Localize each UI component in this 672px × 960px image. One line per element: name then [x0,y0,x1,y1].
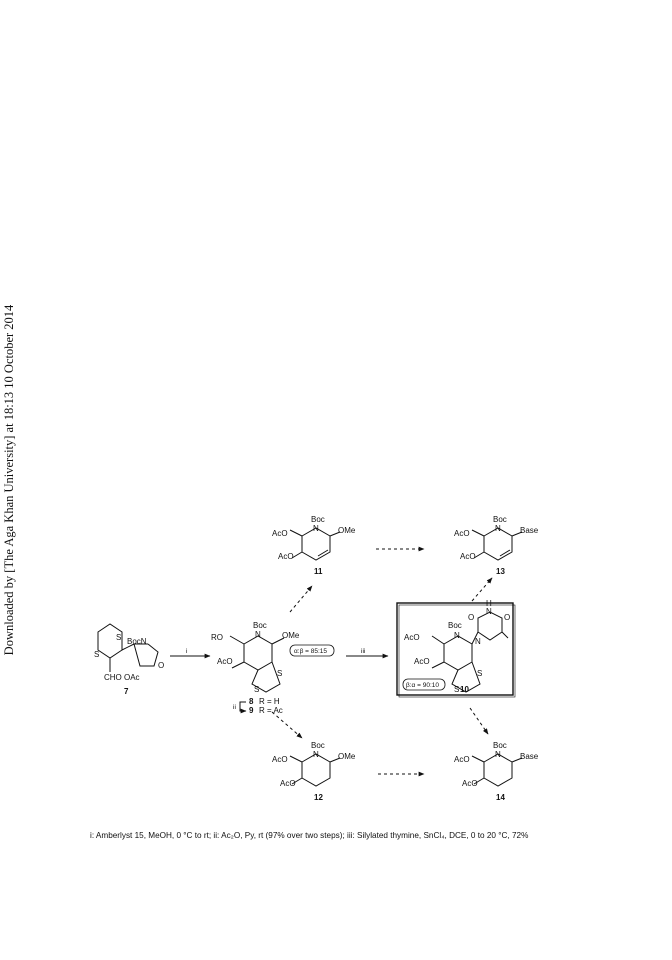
scheme-caption: i: Amberlyst 15, MeOH, 0 °C to rt; ii: A… [90,831,529,840]
compound-13: Boc N Base AcO AcO 13 [454,515,539,576]
c11-label-boc: Boc [311,515,325,524]
c7-id: 7 [124,687,129,696]
step-iii-label: iii [361,648,365,655]
c7-label-s2: S [94,650,99,659]
c8-label-s2: S [277,669,282,678]
c14-label-aco1: AcO [454,755,470,764]
c11-id: 11 [314,567,323,576]
c12-label-aco2: AcO [280,779,296,788]
c10-label-o2: O [504,613,510,622]
compound-10: O H N O N AcO Boc N AcO S S β:α = 90:10 … [396,599,516,698]
c10-label-s2: S [477,669,482,678]
c8-ratio: α:β = 85:15 [294,648,327,655]
c10-id: 10 [460,685,469,694]
c8-label-boc: Boc [253,621,267,630]
arrow-8-to-12 [271,711,303,739]
c12-label-n: N [313,750,319,759]
c13-label-aco1: AcO [454,529,470,538]
c10-label-n1: N [486,607,492,616]
c8-label-aco: AcO [217,657,233,666]
compound-11: Boc N OMe AcO AcO 11 [272,515,356,576]
c11-label-aco1: AcO [272,529,288,538]
c10-label-h: H [486,599,492,608]
c9-r-text: R = Ac [259,706,283,715]
step-ii-label: ii [233,704,236,711]
c11-label-n: N [313,524,319,533]
c14-label-n: N [495,750,501,759]
c12-label-boc: Boc [311,741,325,750]
c11-label-ome: OMe [338,526,356,535]
c7-label-s1: S [116,633,121,642]
arrow-10-to-13 [471,577,493,602]
c8-r-text: R = H [259,697,280,706]
c13-label-base: Base [520,526,539,535]
c10-label-o1: O [468,613,474,622]
c10-label-aco2: AcO [414,657,430,666]
step-i-label: i [186,648,187,655]
c13-label-n: N [495,524,501,533]
c10-ratio: β:α = 90:10 [406,682,439,689]
c8-label-s1: S [254,685,259,694]
c7-label-oac: OAc [124,673,140,682]
c14-label-boc: Boc [493,741,507,750]
c7-label-bocn: BocN [127,637,147,646]
c12-id: 12 [314,793,323,802]
c9-id: 9 [249,706,254,715]
c10-label-s1: S [454,685,459,694]
compound-14: Boc N Base AcO AcO 14 [454,741,539,802]
dashed-arrows [271,546,493,777]
c7-label-cho: CHO [104,673,122,682]
c8-id: 8 [249,697,254,706]
c14-label-base: Base [520,752,539,761]
c14-label-aco2: AcO [462,779,478,788]
compound-8-9: RO Boc N OMe AcO S S α:β = 85:15 ii 8 R … [211,621,335,715]
c14-id: 14 [496,793,505,802]
c13-id: 13 [496,567,505,576]
c8-label-ro: RO [211,633,223,642]
c10-label-boc: Boc [448,621,462,630]
c12-label-ome: OMe [338,752,356,761]
c8-label-ome: OMe [282,631,300,640]
compound-7: S S BocN O CHO OAc 7 [94,623,164,696]
c12-label-aco1: AcO [272,755,288,764]
arrow-8-to-11 [289,585,313,613]
c13-label-aco2: AcO [460,552,476,561]
compound-12: Boc N OMe AcO AcO 12 [272,741,356,802]
c8-label-n: N [255,630,261,639]
c10-label-n3: N [454,631,460,640]
arrow-10-to-14 [469,707,489,735]
c7-label-o: O [158,661,164,670]
c13-label-boc: Boc [493,515,507,524]
c10-label-aco1: AcO [404,633,420,642]
c10-label-n2: N [475,637,481,646]
c11-label-aco2: AcO [278,552,294,561]
